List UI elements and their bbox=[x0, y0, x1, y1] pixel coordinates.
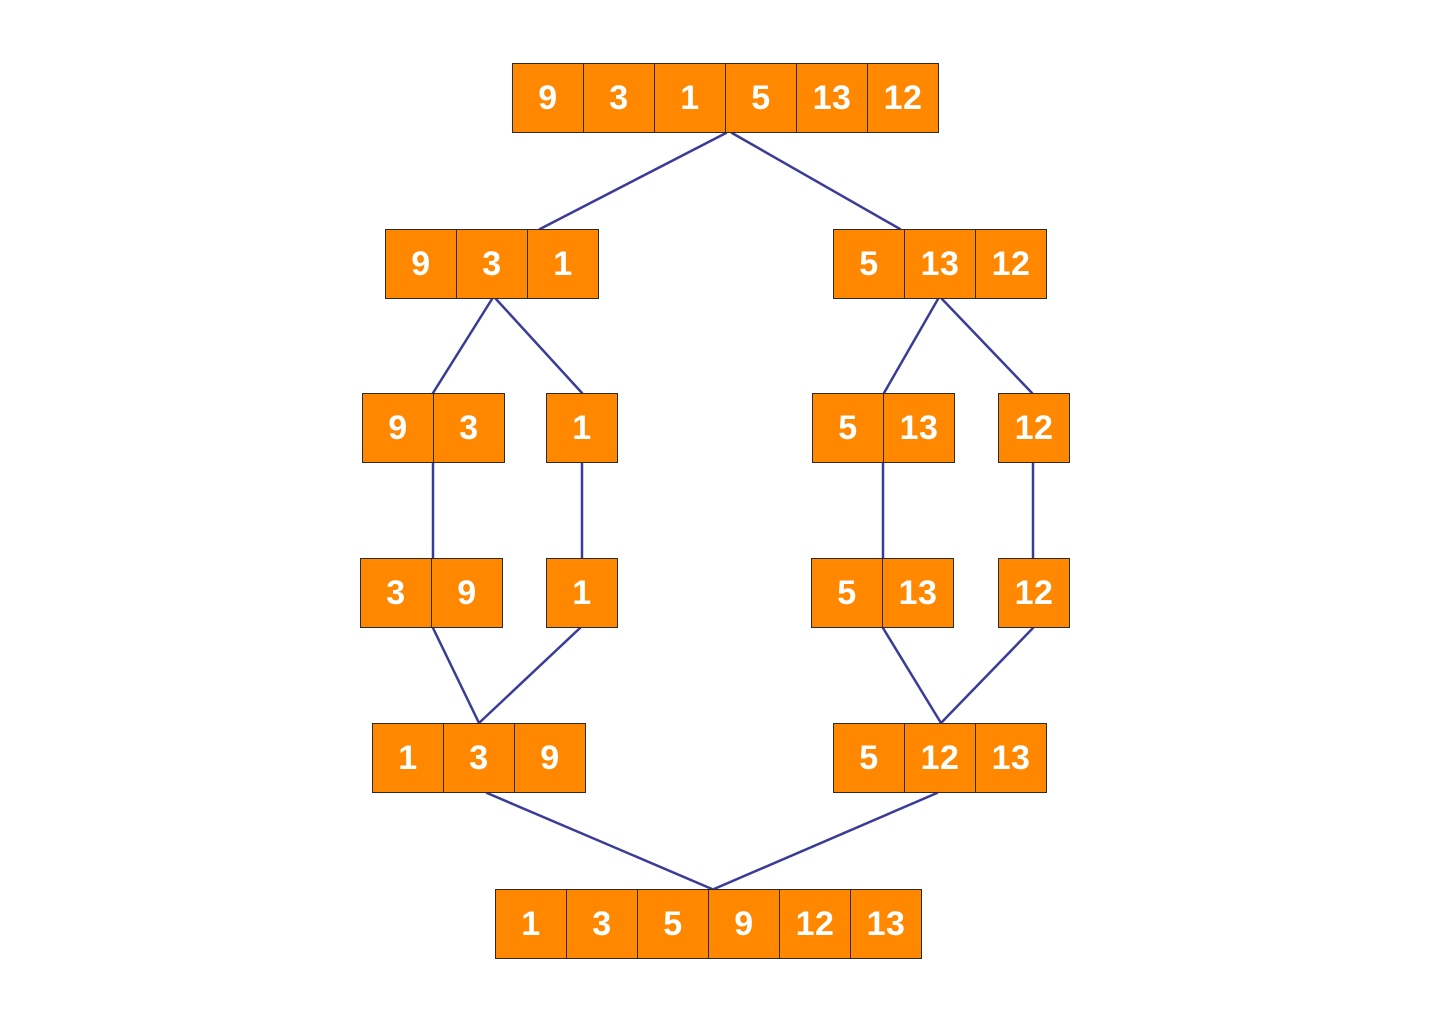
connector-root-to-left bbox=[538, 131, 728, 231]
connector-left-merged-to-final bbox=[485, 791, 714, 891]
array-cell: 13 bbox=[882, 558, 954, 628]
array-right-right: 12 bbox=[998, 393, 1070, 463]
array-cell: 3 bbox=[566, 889, 638, 959]
connector-root-to-right bbox=[730, 131, 902, 231]
array-cell: 12 bbox=[998, 558, 1070, 628]
array-cell: 1 bbox=[527, 229, 599, 299]
array-cell: 3 bbox=[443, 723, 515, 793]
array-cell: 1 bbox=[495, 889, 567, 959]
array-cell: 3 bbox=[456, 229, 528, 299]
array-cell: 9 bbox=[512, 63, 584, 133]
array-cell: 9 bbox=[708, 889, 780, 959]
array-cell: 12 bbox=[975, 229, 1047, 299]
array-cell: 5 bbox=[811, 558, 883, 628]
array-cell: 13 bbox=[975, 723, 1047, 793]
array-cell: 5 bbox=[725, 63, 797, 133]
connector-right-to-rl bbox=[882, 297, 940, 395]
array-cell: 13 bbox=[904, 229, 976, 299]
array-cell: 9 bbox=[514, 723, 586, 793]
array-right-right-sorted: 12 bbox=[998, 558, 1070, 628]
array-cell: 12 bbox=[867, 63, 939, 133]
array-cell: 5 bbox=[812, 393, 884, 463]
array-cell: 1 bbox=[546, 393, 618, 463]
array-cell: 3 bbox=[433, 393, 505, 463]
array-cell: 13 bbox=[796, 63, 868, 133]
array-cell: 13 bbox=[850, 889, 922, 959]
connector-right-merged-to-final bbox=[712, 791, 939, 891]
connector-left-to-ll bbox=[431, 297, 494, 395]
array-cell: 9 bbox=[362, 393, 434, 463]
connector-right-to-rr bbox=[940, 297, 1034, 395]
array-cell: 12 bbox=[904, 723, 976, 793]
connector-rl-sorted-to-right-merged bbox=[881, 626, 943, 725]
array-cell: 9 bbox=[431, 558, 503, 628]
array-cell: 1 bbox=[546, 558, 618, 628]
array-cell: 1 bbox=[372, 723, 444, 793]
array-left-right-sorted: 1 bbox=[546, 558, 618, 628]
connector-lr-sorted-to-left-merged bbox=[477, 626, 582, 725]
array-cell: 9 bbox=[385, 229, 457, 299]
connector-rr-sorted-to-right-merged bbox=[939, 626, 1035, 725]
array-cell: 12 bbox=[998, 393, 1070, 463]
array-cell: 5 bbox=[637, 889, 709, 959]
array-left-right: 1 bbox=[546, 393, 618, 463]
array-cell: 13 bbox=[883, 393, 955, 463]
array-cell: 3 bbox=[583, 63, 655, 133]
connector-ll-sorted-to-left-merged bbox=[431, 626, 481, 725]
array-cell: 1 bbox=[654, 63, 726, 133]
connector-left-to-lr bbox=[494, 297, 584, 395]
array-cell: 12 bbox=[779, 889, 851, 959]
array-cell: 5 bbox=[833, 229, 905, 299]
array-cell: 5 bbox=[833, 723, 905, 793]
array-cell: 3 bbox=[360, 558, 432, 628]
